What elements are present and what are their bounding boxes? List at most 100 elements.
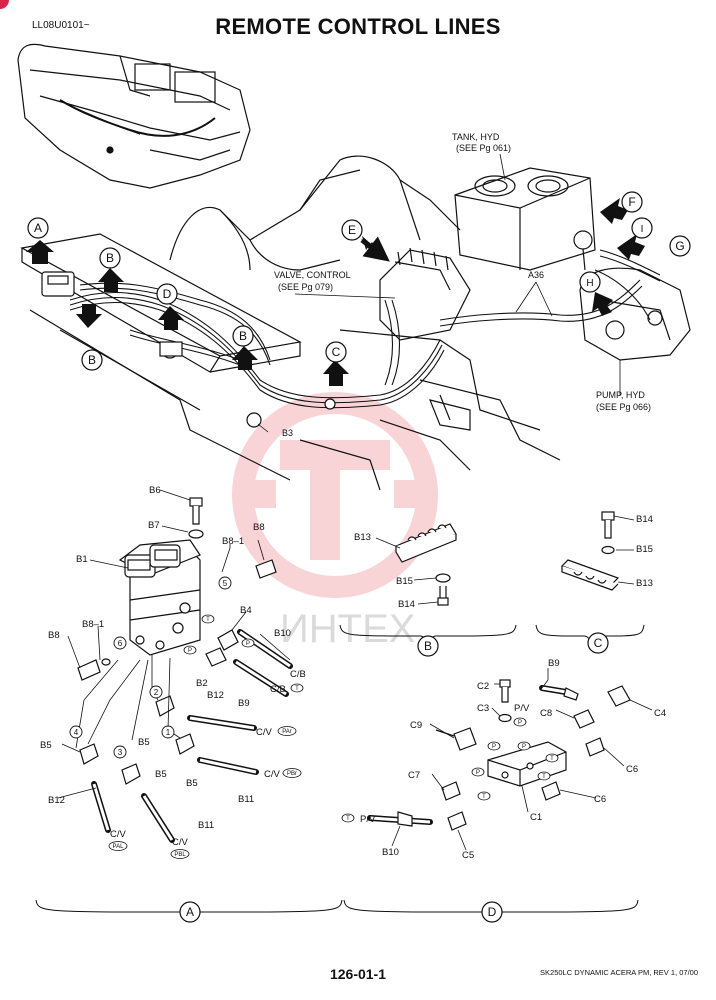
page-number: 126-01-1 [329, 966, 387, 982]
port-number-2: 2 [154, 688, 159, 697]
port-number-6: 6 [118, 639, 123, 648]
part-label-c4: C4 [654, 708, 666, 719]
part-label-b13: B13 [354, 532, 371, 543]
view-label-b: B [106, 251, 114, 265]
section-c-drawing [560, 511, 620, 591]
section-label-c: C [594, 636, 603, 650]
watermark-text: ИНТЕХ [280, 607, 415, 651]
hose-bundle [69, 249, 661, 409]
part-label-b1: B1 [76, 554, 88, 565]
line-label-cv: C/V [172, 837, 189, 848]
section-label-d: D [488, 905, 497, 919]
part-label-b8: B8 [253, 522, 265, 533]
page-title: REMOTE CONTROL LINES [215, 14, 501, 39]
line-label-cb: C/B [270, 684, 286, 695]
part-label-b12: B12 [48, 795, 65, 806]
port-tag-t: T [542, 774, 546, 780]
part-label-b13: B13 [636, 578, 653, 589]
part-label-b15: B15 [396, 576, 413, 587]
view-label-a: A [34, 221, 42, 235]
section-circles [179, 632, 609, 923]
part-label-b14: B14 [636, 514, 653, 525]
port-tag-p: P [492, 744, 496, 750]
part-label-b14: B14 [398, 599, 415, 610]
port-tag-t: T [346, 816, 350, 822]
port-tag-pbl: PBL [174, 852, 186, 858]
valve-label: VALVE, CONTROL [274, 270, 351, 280]
port-tag-t: T [295, 686, 299, 692]
pump-label: PUMP, HYD [596, 390, 645, 400]
frame-drawing [20, 155, 691, 491]
part-label-b5: B5 [155, 769, 167, 780]
section-d-leaders [391, 668, 653, 851]
part-label-b11: B11 [238, 794, 254, 805]
part-label-b8-1: B8–1 [82, 619, 104, 630]
port-tag-p: P [476, 770, 480, 776]
part-label-b8-1: B8–1 [222, 536, 244, 547]
serial-code: LL08U0101~ [32, 20, 90, 31]
b3-label: B3 [282, 428, 293, 438]
part-label-b5: B5 [138, 737, 150, 748]
port-tag-t: T [482, 794, 486, 800]
part-label-b11: B11 [198, 820, 214, 831]
port-number-1: 1 [166, 728, 171, 737]
view-letters [27, 191, 691, 371]
part-label-b8: B8 [48, 630, 60, 641]
part-label-b9: B9 [238, 698, 250, 709]
section-label-a: A [186, 905, 194, 919]
line-label-cb: C/B [290, 669, 306, 680]
tank-ref: (SEE Pg 061) [456, 143, 511, 153]
view-label-e: E [348, 223, 356, 237]
part-label-b4: B4 [240, 605, 252, 616]
arrow-e [360, 236, 390, 262]
port-tag-pbr: PBr [287, 771, 297, 777]
part-label-b2: B2 [196, 678, 208, 689]
view-label-h: H [586, 278, 593, 289]
view-label-f: F [628, 195, 635, 209]
part-label-c1: C1 [530, 812, 542, 823]
part-label-b9: B9 [548, 658, 560, 669]
port-tag-p: P [518, 720, 522, 726]
part-label-c6: C6 [626, 764, 638, 775]
section-d-drawing [367, 679, 631, 831]
port-numbers [69, 576, 232, 759]
view-label-i: I [641, 224, 644, 235]
part-label-b6: B6 [149, 485, 161, 496]
section-c-leaders [613, 515, 635, 585]
line-label-pv: P/V [360, 814, 376, 825]
footer-text: SK250LC DYNAMIC ACERA PM, REV 1, 07/00 [540, 968, 698, 977]
section-label-b: B [424, 639, 432, 653]
line-label-cv: C/V [264, 769, 281, 780]
pilot-valve-top [41, 271, 336, 428]
section-d-port-tags [341, 717, 559, 823]
part-label-b5: B5 [186, 778, 198, 789]
a36-label: A36 [528, 270, 544, 280]
part-label-b10: B10 [274, 628, 291, 639]
valve-ref: (SEE Pg 079) [278, 282, 333, 292]
view-label-b: B [88, 353, 96, 367]
part-label-c6: C6 [594, 794, 606, 805]
port-tag-t: T [550, 756, 554, 762]
part-label-b7: B7 [148, 520, 160, 531]
line-label-cv: C/V [256, 727, 273, 738]
tank-label: TANK, HYD [452, 132, 500, 142]
port-number-4: 4 [74, 728, 79, 737]
section-a-drawing [77, 497, 293, 843]
line-label-pv: P/V [514, 703, 530, 714]
view-label-c: C [332, 345, 341, 359]
corner-badge [0, 0, 9, 9]
port-tag-par: PAr [282, 729, 292, 735]
part-label-b12: B12 [207, 690, 224, 701]
port-tag-p: P [188, 648, 192, 654]
view-label-d: D [163, 287, 172, 301]
part-label-c5: C5 [462, 850, 474, 861]
view-label-g: G [675, 239, 684, 253]
port-tags [108, 614, 304, 859]
part-label-b10: B10 [382, 847, 399, 858]
part-label-c7: C7 [408, 770, 420, 781]
part-label-b15: B15 [636, 544, 653, 555]
machine-thumbnail [17, 43, 251, 189]
part-label-c3: C3 [477, 703, 489, 714]
part-label-b5: B5 [40, 740, 52, 751]
part-label-c2: C2 [477, 681, 489, 692]
